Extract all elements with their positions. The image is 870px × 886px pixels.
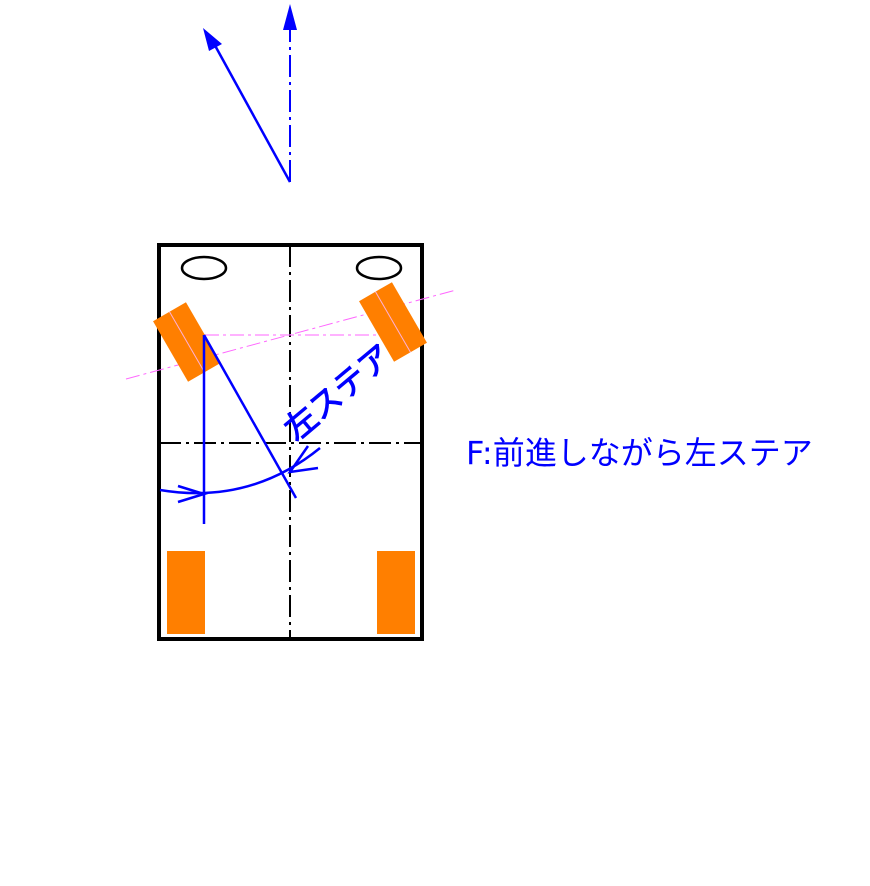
caster-front-left (180, 255, 228, 281)
forward-axis-arrowhead (283, 4, 297, 30)
heading-arrowhead (203, 28, 222, 51)
arc-label: 左ステア (277, 337, 399, 448)
rear-right-wheel (377, 551, 415, 634)
direction-arrows (203, 4, 297, 183)
steer-angle-line (202, 334, 298, 499)
front-left-wheel (153, 302, 221, 382)
diagram-caption: F:前進しながら左ステア (466, 434, 813, 472)
steer-arc-arrowhead-right (287, 445, 319, 474)
front-right-wheel (359, 282, 427, 362)
steer-arc (159, 447, 321, 495)
heading-arrow (210, 39, 292, 183)
steer-arc-arrowhead-left (177, 484, 209, 504)
caster-front-right (355, 255, 403, 281)
rear-left-wheel (167, 551, 205, 634)
